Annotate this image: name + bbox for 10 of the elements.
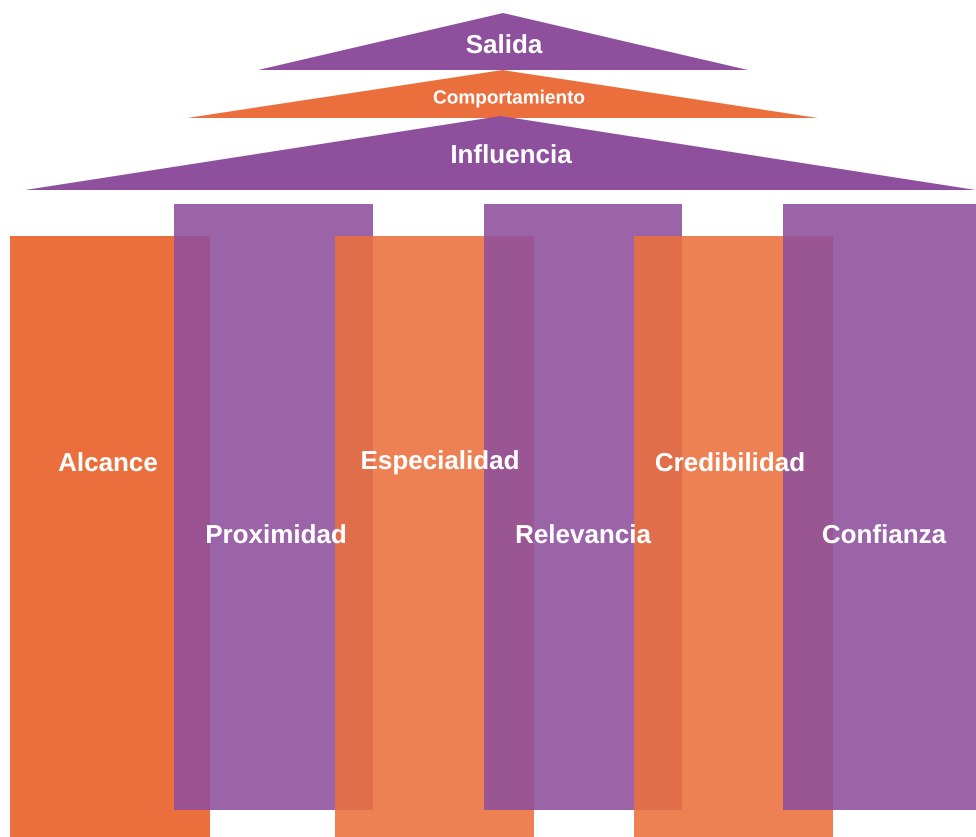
triangle-roof-band (258, 13, 748, 70)
pillar-label: Confianza (822, 521, 946, 547)
triangle-roof-band (187, 70, 818, 118)
band-label: Salida (466, 31, 542, 57)
band-label: Comportamiento (433, 88, 585, 108)
pillar-label: Alcance (58, 449, 158, 475)
band-label: Influencia (450, 141, 572, 167)
triangle-roof-band (25, 116, 976, 190)
pillar-label: Credibilidad (654, 449, 806, 475)
pillar-label: Especialidad (360, 447, 520, 473)
